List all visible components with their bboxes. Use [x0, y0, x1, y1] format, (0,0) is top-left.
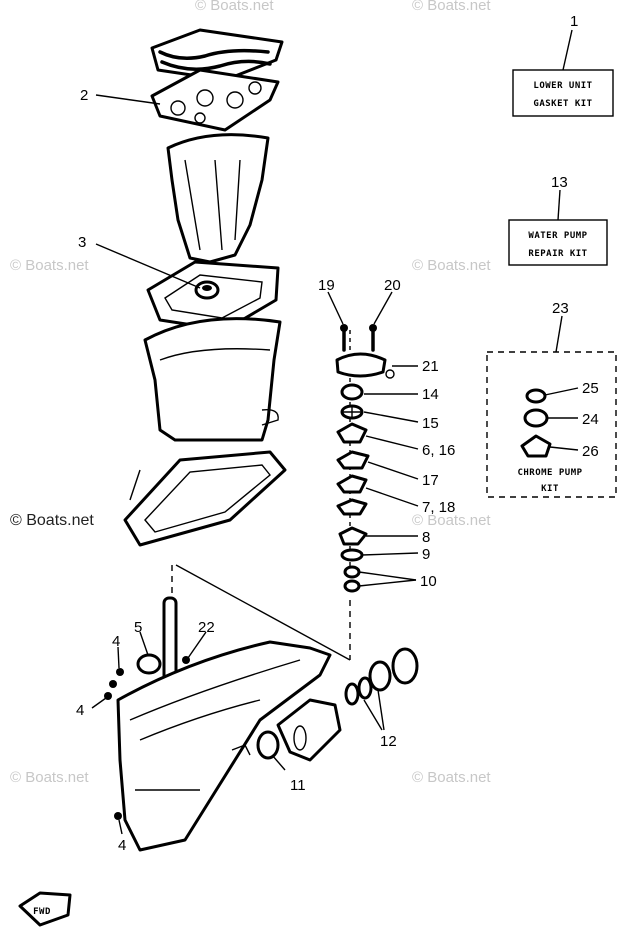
pump-housing-part-21	[335, 352, 395, 379]
water-pump-repair-kit: WATER PUMP REPAIR KIT	[508, 219, 608, 266]
callout-22: 22	[198, 619, 215, 636]
callout-13: 13	[551, 174, 568, 191]
oil-seal-part-5	[136, 653, 162, 675]
fwd-label: FWD	[33, 907, 51, 917]
callout-17: 17	[422, 472, 439, 489]
watermark: © Boats.net	[10, 257, 89, 274]
gasket-part-17	[336, 450, 370, 470]
gearcase	[116, 640, 332, 852]
callout-7-18: 7, 18	[422, 499, 455, 516]
callout-6-16: 6, 16	[422, 442, 455, 459]
watermark: © Boats.net	[10, 512, 94, 529]
callout-11: 11	[290, 777, 306, 794]
callout-9: 9	[422, 546, 430, 563]
seals-part-12	[344, 647, 419, 706]
bolt-part-20	[369, 324, 377, 352]
callout-8: 8	[422, 529, 430, 546]
callout-25: 25	[582, 380, 599, 397]
watermark: © Boats.net	[412, 0, 491, 14]
impeller-part-15	[340, 404, 364, 420]
kit-label-line: KIT	[541, 484, 559, 494]
part-8	[336, 498, 368, 546]
insert-part-14	[340, 383, 364, 401]
seal-part-3	[194, 280, 220, 300]
watermark: © Boats.net	[195, 0, 274, 14]
top-cover	[150, 28, 284, 82]
screws-part-4	[104, 668, 124, 820]
lower-unit-gasket-kit: LOWER UNIT GASKET KIT	[512, 69, 614, 117]
callout-20: 20	[384, 277, 401, 294]
exhaust-housing	[143, 317, 282, 442]
bearing-housing	[276, 698, 342, 762]
kit-label-line: LOWER UNIT	[533, 81, 592, 91]
leader-lines	[91, 29, 579, 835]
kit-label-line: WATER PUMP	[528, 231, 587, 241]
callout-4: 4	[112, 633, 120, 650]
watermark: © Boats.net	[412, 769, 491, 786]
plate-part-6-16	[336, 422, 368, 444]
callout-4: 4	[118, 837, 126, 854]
upper-casing	[166, 133, 270, 264]
assembly-line	[175, 564, 351, 661]
part-9	[340, 548, 364, 562]
watermark: © Boats.net	[412, 257, 491, 274]
watermark: © Boats.net	[412, 512, 491, 529]
watermark: © Boats.net	[10, 769, 89, 786]
callout-14: 14	[422, 386, 439, 403]
o-ring-part-11	[256, 730, 280, 760]
chrome-pump-kit: CHROME PUMP KIT	[486, 351, 617, 498]
callout-2: 2	[80, 87, 88, 104]
bolt-part-19	[340, 324, 348, 352]
callout-24: 24	[582, 411, 599, 428]
part-10	[343, 565, 361, 593]
callout-19: 19	[318, 277, 335, 294]
callout-15: 15	[422, 415, 439, 432]
fwd-arrow-icon: FWD	[18, 891, 72, 927]
gasket-part-2	[150, 68, 280, 132]
callout-21: 21	[422, 358, 439, 375]
callout-26: 26	[582, 443, 599, 460]
callout-1: 1	[570, 13, 578, 30]
callout-3: 3	[78, 234, 86, 251]
kit-label-line: REPAIR KIT	[528, 249, 587, 259]
kit-label-line: GASKET KIT	[533, 99, 592, 109]
callout-4: 4	[76, 702, 84, 719]
callout-12: 12	[380, 733, 397, 750]
callout-23: 23	[552, 300, 569, 317]
callout-5: 5	[134, 619, 142, 636]
plate-part-7-18	[336, 474, 368, 494]
callout-10: 10	[420, 573, 437, 590]
lower-gasket	[123, 450, 287, 547]
kit-label-line: CHROME PUMP	[517, 468, 582, 478]
